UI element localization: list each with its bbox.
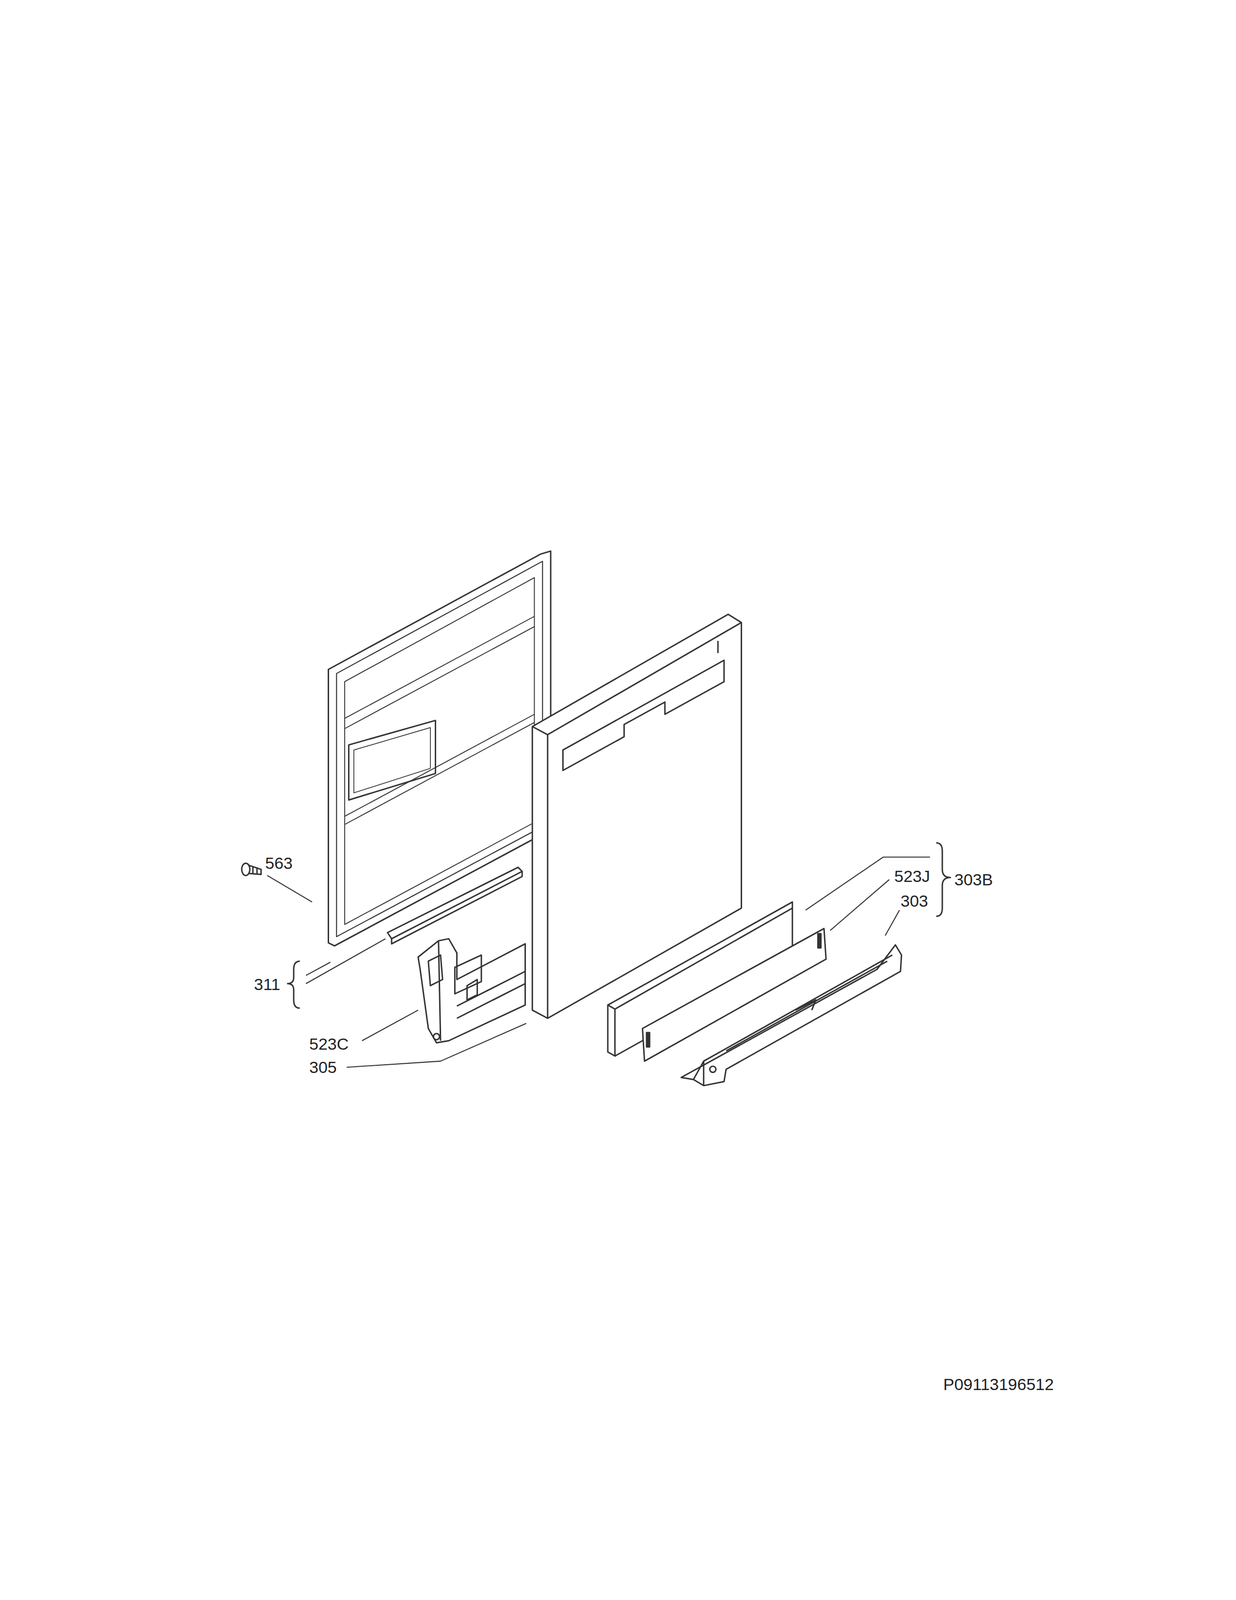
callout-number: 311 <box>253 975 281 993</box>
brace <box>287 842 951 1008</box>
inner-door <box>328 551 551 946</box>
callout-number: 523J <box>894 867 931 885</box>
plinth-strip <box>642 928 826 1062</box>
callout-number: 563 <box>265 854 293 872</box>
callout-number: 303 <box>900 892 929 909</box>
screw <box>241 862 262 875</box>
seal-strip <box>387 867 523 944</box>
drawing-number: P09113196512 <box>943 1375 1054 1393</box>
callout-number: 303B <box>954 871 993 888</box>
callout-number: 523C <box>309 1035 349 1052</box>
callout-number: 305 <box>309 1058 337 1076</box>
plinth-rail <box>681 944 902 1086</box>
leader-lines <box>267 856 931 1067</box>
hinge-bracket <box>418 938 526 1043</box>
